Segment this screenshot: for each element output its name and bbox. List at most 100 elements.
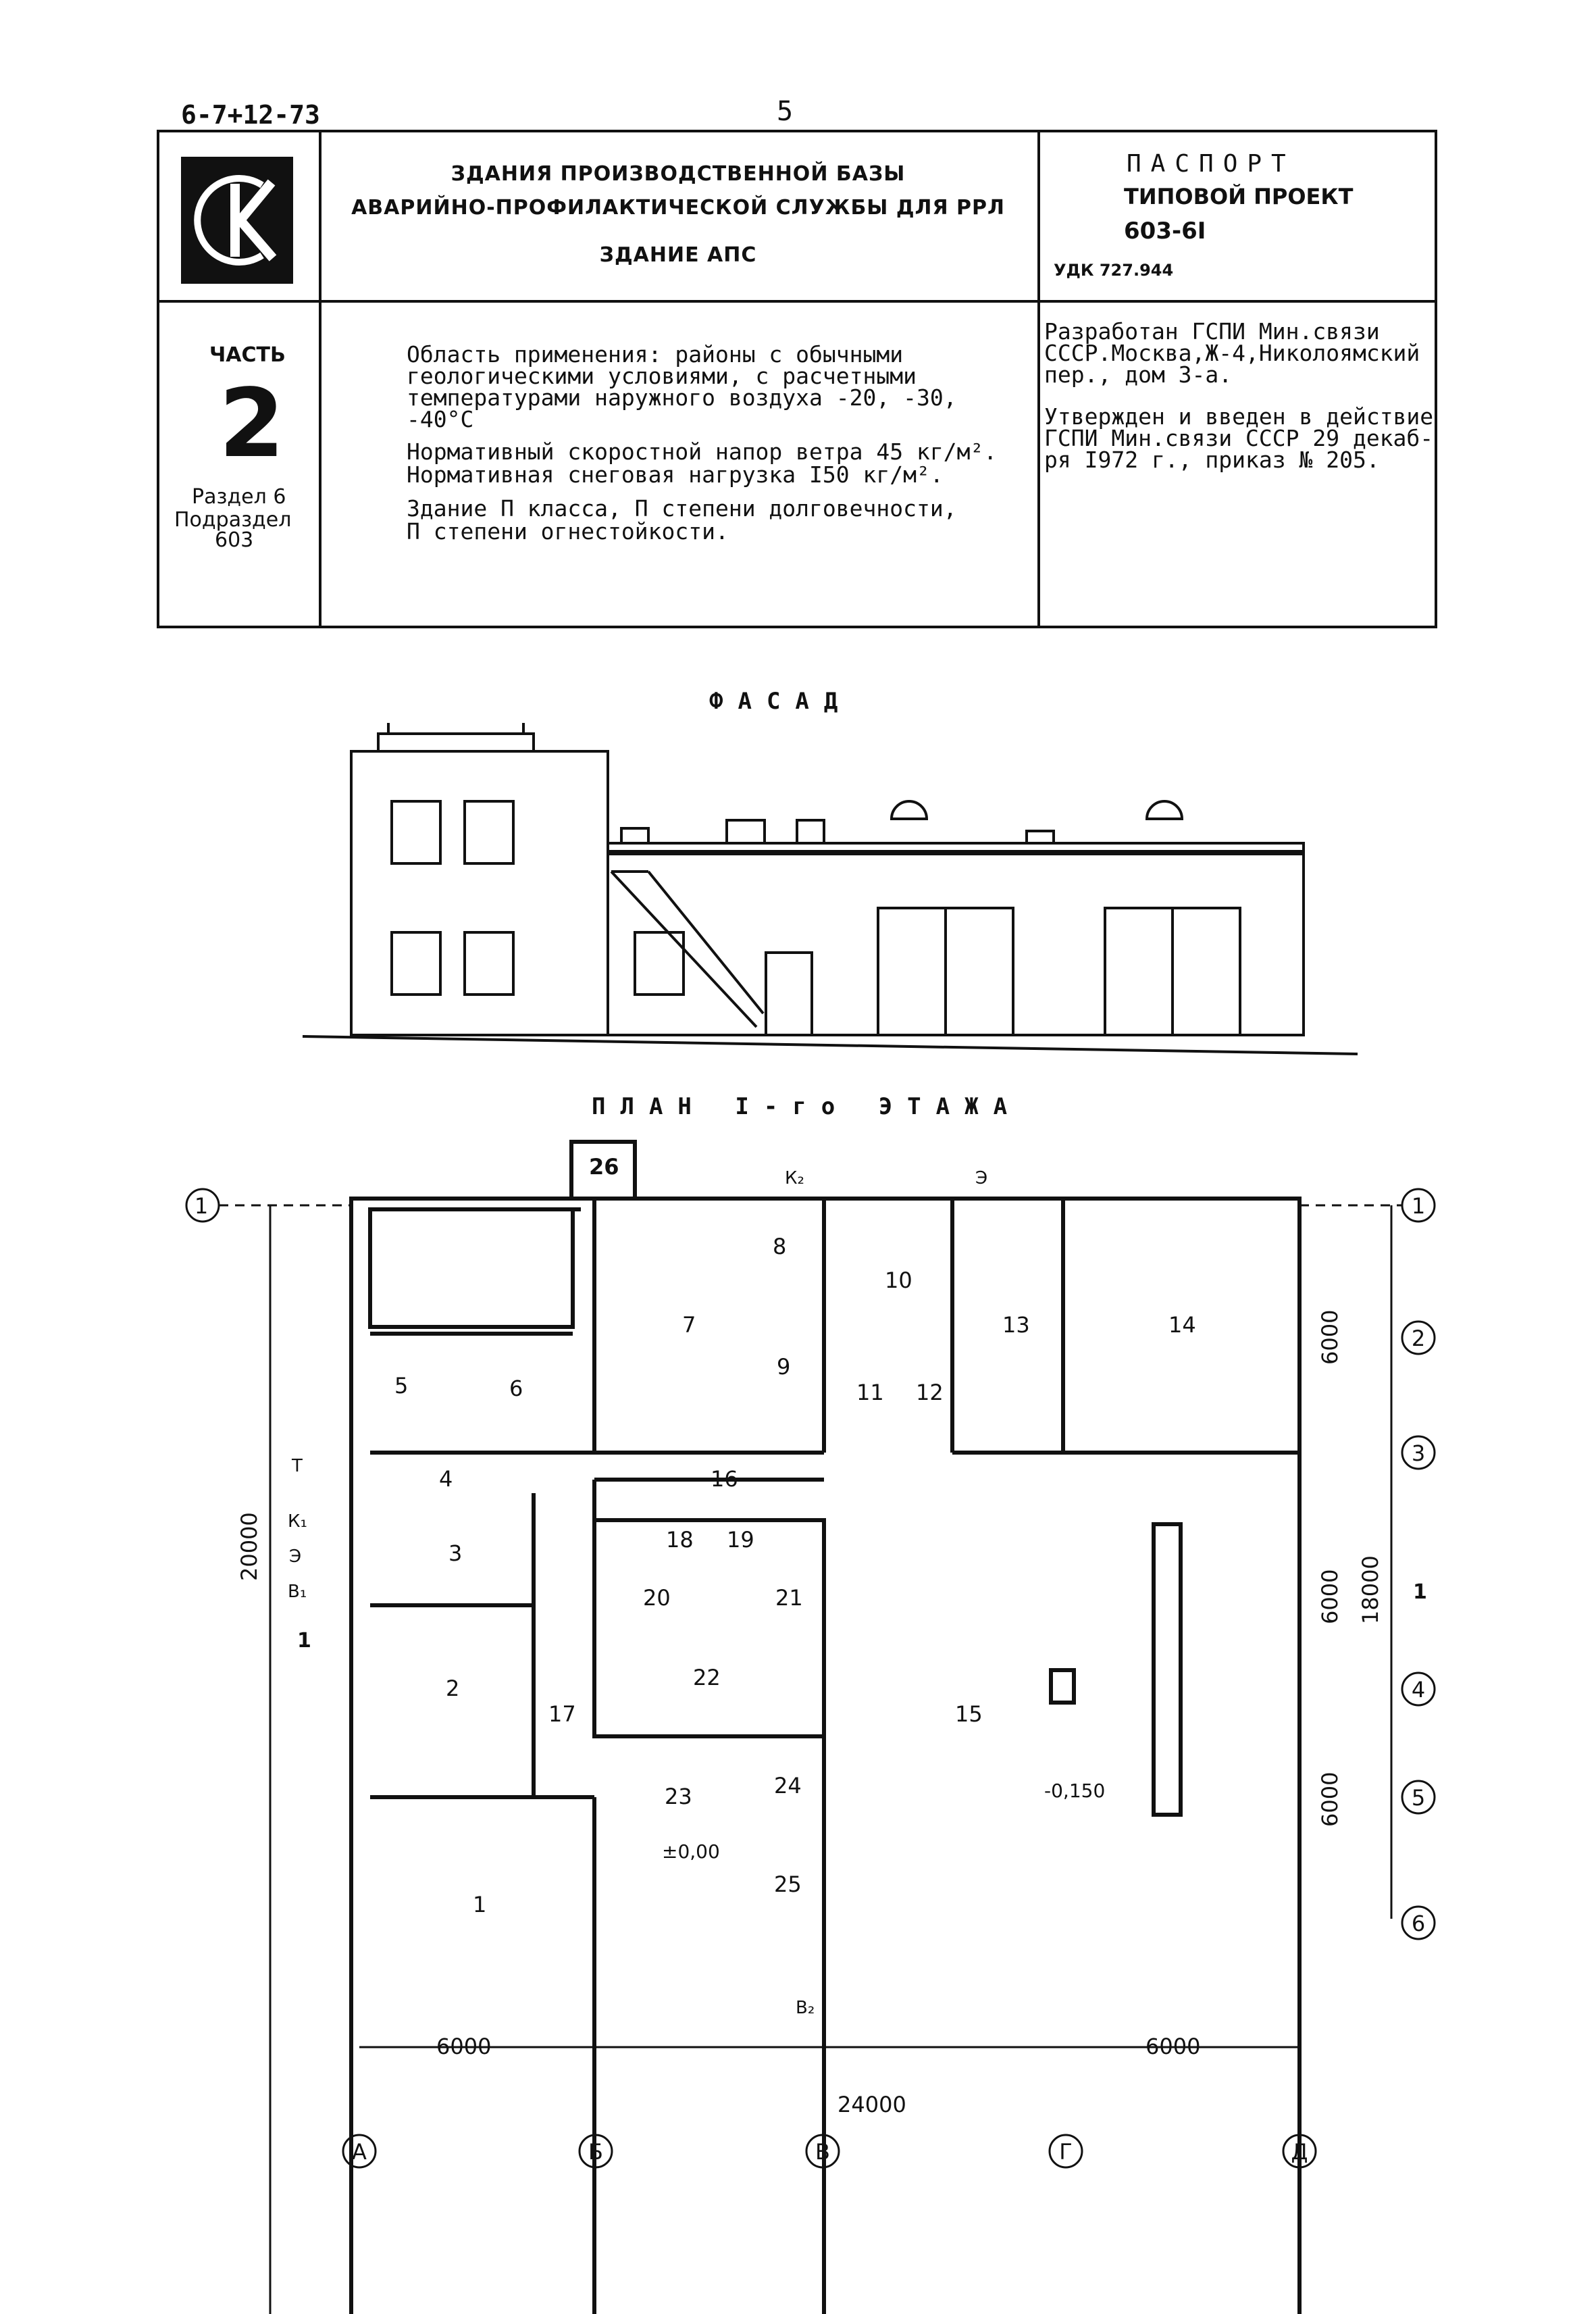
roof-vent [620, 827, 650, 845]
passport-header-table [157, 130, 1437, 628]
utility-label-v2: В₂ [796, 1998, 815, 2018]
room-label-7: 7 [682, 1312, 696, 1338]
utility-label-e: Э [289, 1546, 301, 1567]
axis-label-G: Г [1059, 2139, 1073, 2165]
room-label-20: 20 [643, 1585, 671, 1611]
axis-label-4: 4 [1412, 1677, 1425, 1703]
roof-vent [796, 819, 825, 845]
title-line-2: АВАРИЙНО-ПРОФИЛАКТИЧЕСКОЙ СЛУЖБЫ ДЛЯ РРЛ [351, 196, 1005, 220]
axis-marker-4 [1401, 1671, 1436, 1707]
garage-block [607, 850, 1305, 1036]
application-area-line: геологическими условиями, с расчетными [407, 363, 917, 389]
room-label-6: 6 [509, 1376, 523, 1401]
plan-caption: ПЛАН I-го ЭТАЖА [592, 1093, 1023, 1120]
axis-label-D: Д [1291, 2139, 1308, 2165]
column [1049, 1668, 1076, 1705]
dim-right-6000: 6000 [1317, 1310, 1343, 1365]
window [463, 800, 515, 865]
axis-label-5: 5 [1412, 1785, 1425, 1811]
window [463, 931, 515, 996]
dim-bottom-left: 6000 [436, 2034, 491, 2059]
window [390, 931, 442, 996]
subsection-label: Подраздел [174, 508, 292, 532]
developer-line: пер., дом 3-а. [1044, 361, 1233, 388]
window [634, 931, 685, 996]
project-type: ТИПОВОЙ ПРОЕКТ [1124, 184, 1354, 209]
room-label-19: 19 [727, 1527, 754, 1553]
application-area-line: -40°С [407, 406, 474, 432]
room-26-box [569, 1140, 637, 1201]
udk-code: УДК 727.944 [1054, 261, 1174, 280]
utility-label-v1: В₁ [288, 1582, 307, 1602]
developer-line: СССР.Москва,Ж-4,Николоямский [1044, 340, 1420, 366]
passport-heading: ПАСПОРТ [1127, 150, 1295, 178]
room-label-14: 14 [1168, 1312, 1196, 1338]
axis-label-A: А [352, 2139, 367, 2165]
approval-line: Утвержден и введен в действие [1044, 403, 1434, 430]
axis-label-1: 1 [195, 1193, 208, 1219]
axis-label-2: 2 [1412, 1326, 1425, 1351]
table-row-divider [159, 300, 1435, 303]
room-label-25: 25 [774, 1871, 802, 1897]
roof-vent [377, 732, 535, 753]
title-line-3: ЗДАНИЕ АПС [599, 243, 757, 267]
axis-label-V: В [815, 2139, 830, 2165]
facade-drawing [302, 723, 1358, 1055]
axis-marker-2 [1401, 1320, 1436, 1355]
room-label-17: 17 [548, 1701, 576, 1727]
dim-right-18000: 18000 [1358, 1555, 1383, 1624]
room-label-22: 22 [693, 1665, 721, 1690]
room-label-9: 9 [777, 1354, 790, 1380]
inspection-pit [1152, 1522, 1183, 1817]
dim-right-6000: 6000 [1317, 1569, 1343, 1624]
axis-marker-B [578, 2134, 613, 2169]
room-label-4: 4 [439, 1466, 453, 1492]
developer-line: Разработан ГСПИ Мин.связи [1044, 318, 1380, 345]
roof-vent [725, 819, 766, 845]
page-number: 5 [777, 96, 794, 127]
ground-line [302, 1035, 1358, 1055]
dim-left-total: 20000 [236, 1512, 262, 1581]
section-mark-right: 1 [1413, 1580, 1427, 1604]
wind-load-text: Нормативный скоростной напор ветра 45 кг… [407, 438, 998, 465]
project-number: 603-6I [1124, 218, 1206, 245]
application-area-line: температурами наружного воздуха -20, -30… [407, 384, 957, 411]
section-mark-left: 1 [297, 1629, 311, 1653]
dim-bottom-total: 24000 [838, 2092, 906, 2117]
utility-label-k1: К₁ [288, 1511, 307, 1532]
section-label: Раздел 6 [192, 485, 286, 509]
room-label-3: 3 [448, 1540, 462, 1566]
exterior-stair [610, 870, 758, 1028]
building-class-text: Здание П класса, П степени долговечности… [407, 495, 957, 522]
table-column-divider [1037, 132, 1040, 626]
axis-label-6: 6 [1412, 1911, 1425, 1936]
level-mark-floor: -0,150 [1044, 1780, 1105, 1802]
roof-dome [1145, 800, 1184, 820]
room-label-10: 10 [885, 1267, 912, 1293]
room-label-15: 15 [955, 1701, 983, 1727]
dim-bottom-right: 6000 [1145, 2034, 1200, 2059]
title-line-1: ЗДАНИЯ ПРОИЗВОДСТВЕННОЙ БАЗЫ [451, 162, 906, 186]
room-label-2: 2 [446, 1676, 459, 1701]
room-label-16: 16 [711, 1466, 738, 1492]
subsection-number: 603 [215, 528, 254, 552]
floor-plan [349, 1140, 1302, 2314]
door [765, 951, 813, 1036]
utility-label-e-top: Э [975, 1168, 987, 1188]
axis-marker-G [1048, 2134, 1083, 2169]
staircase [368, 1207, 575, 1329]
approval-line: ря I972 г., приказ № 205. [1044, 447, 1380, 473]
room-label-5: 5 [394, 1373, 408, 1399]
garage-parapet [607, 842, 1305, 855]
document-code: 6-7+12-73 [181, 100, 320, 130]
room-label-24: 24 [774, 1773, 802, 1799]
axis-label-1: 1 [1412, 1193, 1425, 1219]
room-label-8: 8 [773, 1234, 786, 1259]
room-label-23: 23 [665, 1784, 692, 1809]
part-label: ЧАСТЬ [209, 343, 286, 367]
room-label-18: 18 [666, 1527, 694, 1553]
axis-marker-V [805, 2134, 840, 2169]
snow-load-text: Нормативная снеговая нагрузка I50 кг/м². [407, 461, 944, 488]
